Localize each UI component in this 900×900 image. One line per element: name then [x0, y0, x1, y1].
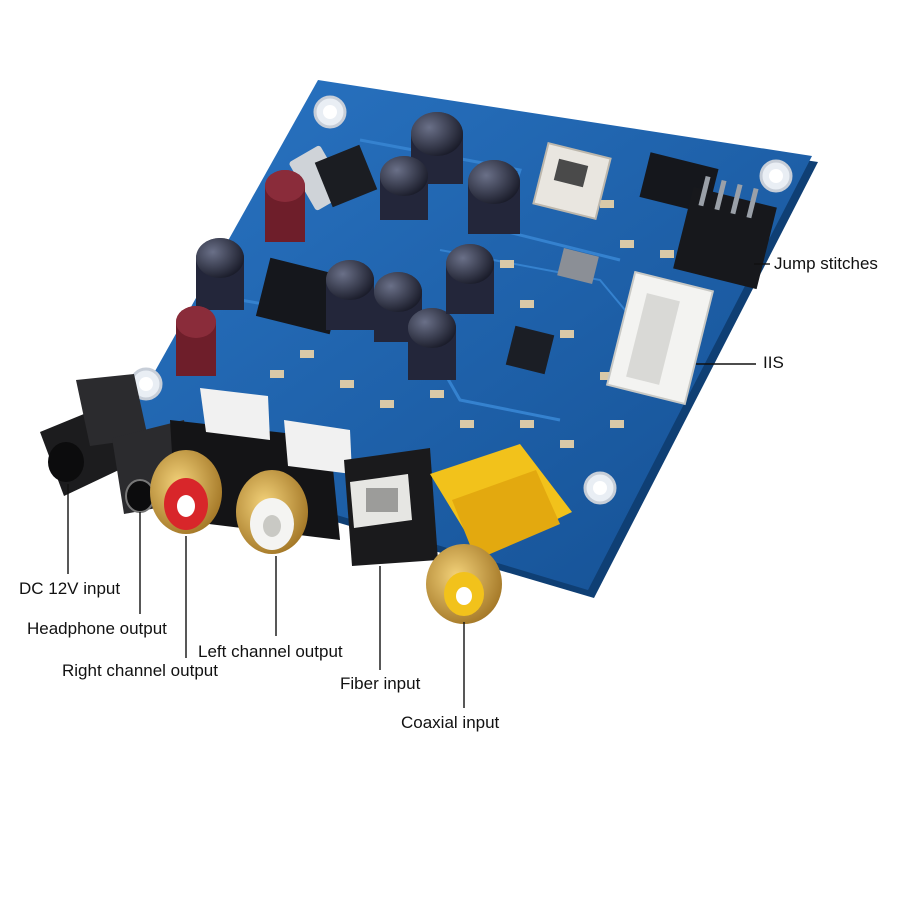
white-connector-top: [532, 141, 612, 221]
label-right-channel-output: Right channel output: [62, 661, 218, 680]
dc-jack: [40, 374, 148, 496]
label-dc-input: DC 12V input: [19, 579, 121, 598]
label-coaxial-input: Coaxial input: [401, 713, 500, 732]
iis-connector: [605, 270, 715, 406]
toslink-connector: [344, 448, 438, 566]
rca-left-channel: [236, 470, 308, 554]
label-left-channel-output: Left channel output: [198, 642, 343, 661]
callout-leader-lines: [67, 263, 770, 708]
electrolytic-capacitors: [176, 112, 520, 380]
coaxial-connector: [426, 444, 572, 624]
jumper-header: [673, 175, 777, 290]
label-headphone-output: Headphone output: [27, 619, 167, 638]
voltage-regulator: [289, 144, 378, 211]
label-fiber-input: Fiber input: [340, 674, 421, 693]
label-iis: IIS: [763, 353, 784, 372]
label-jump-stitches: Jump stitches: [774, 254, 878, 273]
smd-components: [270, 200, 674, 448]
rca-right-channel: [150, 450, 222, 534]
